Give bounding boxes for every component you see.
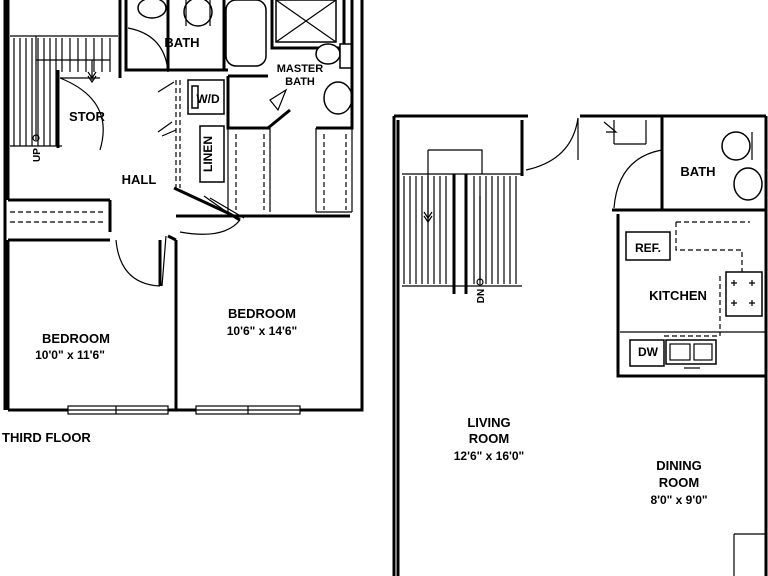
toilet-icon	[183, 0, 213, 27]
entry-closet	[603, 120, 647, 145]
stor-door	[59, 77, 104, 151]
bath-walls	[124, 0, 170, 72]
stair-walls	[56, 0, 122, 148]
bath-label-second: BATH	[680, 164, 715, 179]
entry-door	[525, 117, 579, 171]
master-sink-icon	[315, 43, 341, 65]
bedroom1-name: BEDROOM	[42, 331, 110, 346]
range-icon	[725, 271, 763, 317]
bath-label: BATH	[164, 35, 199, 50]
stair-enclosure	[10, 35, 118, 147]
second-floor-outer-walls	[392, 114, 768, 576]
bedroom1-door-swing	[115, 239, 161, 287]
stor-label: STOR	[69, 109, 105, 124]
bath-door-swing	[127, 27, 169, 73]
living-room-line2: ROOM	[469, 431, 509, 446]
stair-treads-third	[13, 36, 111, 146]
master-bath-label-line1: MASTER	[277, 63, 324, 75]
dw-label: DW	[638, 345, 659, 359]
wd-label: W/D	[196, 92, 220, 106]
closets	[227, 128, 353, 213]
dining-room-line2: ROOM	[659, 475, 699, 490]
living-room-line1: LIVING	[467, 415, 510, 430]
master-bath-door	[269, 88, 288, 112]
ref-label: REF.	[635, 241, 661, 255]
second-floor-plan	[392, 114, 768, 576]
corner-closet	[733, 533, 766, 576]
master-toilet-icon	[323, 81, 353, 115]
bath-walls-second	[612, 116, 766, 212]
dining-room-size: 8'0" x 9'0"	[650, 493, 707, 507]
third-floor-plan	[3, 0, 364, 415]
living-room-size: 12'6" x 16'0"	[454, 449, 524, 463]
stair-treads-second	[403, 176, 517, 286]
floor-title: THIRD FLOOR	[2, 430, 91, 445]
kitchen-label: KITCHEN	[649, 288, 707, 303]
toilet-icon	[721, 131, 751, 161]
sink-icon	[137, 0, 167, 19]
master-bath-label-line2: BATH	[285, 76, 315, 88]
closet-doors	[157, 81, 177, 137]
sink-icon	[733, 167, 763, 201]
bath-door-second	[613, 149, 663, 209]
bedroom2-name: BEDROOM	[228, 306, 296, 321]
dn-label: DN	[476, 289, 487, 303]
hall-label: HALL	[122, 172, 157, 187]
bedroom1-size: 10'0" x 11'6"	[35, 348, 105, 362]
bathtub-icon	[225, 0, 267, 67]
stair-enclosure-second	[402, 149, 522, 287]
dining-room-line1: DINING	[656, 458, 702, 473]
hall-closet	[10, 211, 104, 223]
bedroom2-size: 10'6" x 14'6"	[227, 324, 297, 338]
kitchen-walls	[616, 214, 766, 378]
refrigerator	[625, 231, 671, 261]
bedroom2-door-swing	[179, 219, 241, 235]
third-floor-outer-walls	[6, 0, 364, 412]
dishwasher	[629, 339, 665, 367]
linen-label: LINEN	[201, 136, 215, 172]
linen-closet	[199, 125, 225, 183]
up-label: UP	[32, 148, 43, 162]
